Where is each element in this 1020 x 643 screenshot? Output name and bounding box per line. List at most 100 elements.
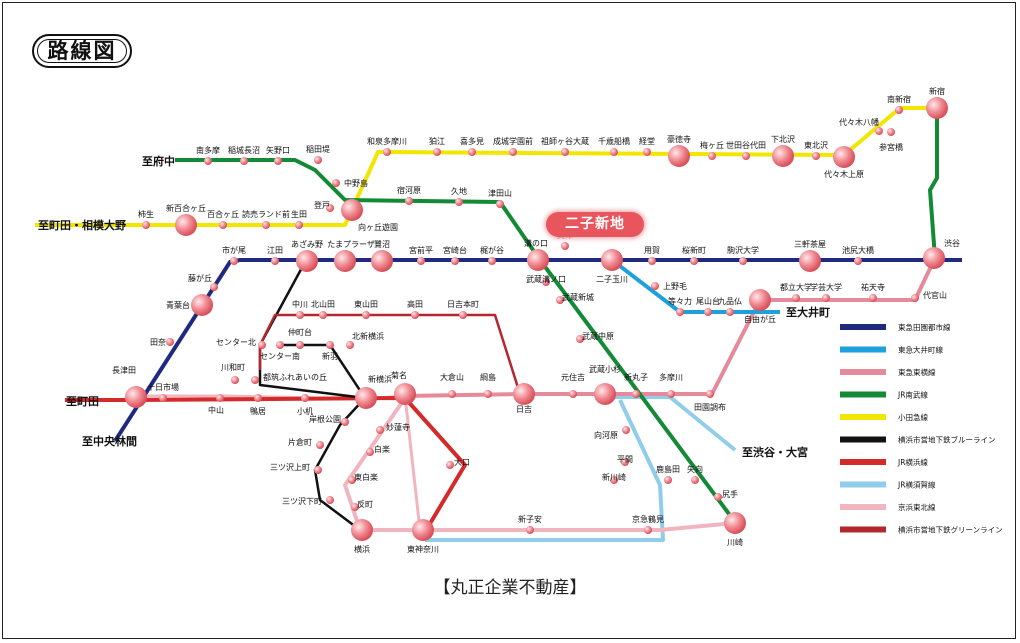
legend-swatch xyxy=(840,324,886,330)
station-label: 登戸 xyxy=(314,200,330,210)
line-keihin-tohoku-branch xyxy=(343,396,407,531)
station-marker xyxy=(326,204,334,212)
station-marker xyxy=(911,294,919,302)
station-marker xyxy=(724,512,746,534)
station-marker xyxy=(691,476,699,484)
station-label: 梅ヶ丘 xyxy=(700,140,724,150)
station-marker xyxy=(159,394,167,402)
station-label: 東山田 xyxy=(354,299,378,309)
station-marker xyxy=(726,308,734,316)
station-label: 十日市場 xyxy=(147,382,179,392)
station-marker xyxy=(651,282,659,290)
station-label: たまプラーザ xyxy=(327,240,375,249)
station-label: 川和町 xyxy=(221,363,245,372)
station-label: 妙蓮寺 xyxy=(386,422,410,432)
station-marker xyxy=(895,106,903,114)
line-greenline xyxy=(258,313,522,395)
company-footer: 【丸正企業不動産】 xyxy=(433,578,587,598)
station-label: 鹿島田 xyxy=(656,464,680,474)
station-label: 武蔵新城 xyxy=(562,292,594,302)
station-label: 藤が丘 xyxy=(188,273,212,283)
station-marker xyxy=(749,289,771,311)
station-label: 用賀 xyxy=(644,245,660,255)
station-marker xyxy=(240,157,248,165)
station-marker xyxy=(509,148,517,156)
station-label: センター南 xyxy=(260,351,300,361)
station-label: 読売ランド前 xyxy=(242,209,290,219)
station-marker xyxy=(216,394,224,402)
station-marker xyxy=(191,294,213,316)
station-label: 岸根公園 xyxy=(309,414,341,424)
station-label: 祖師ヶ谷大蔵 xyxy=(541,136,589,146)
station-marker xyxy=(468,148,476,156)
station-marker xyxy=(314,156,322,164)
station-label: 東神奈川 xyxy=(407,544,439,554)
station-marker xyxy=(632,390,640,398)
station-marker xyxy=(334,250,356,272)
legend-label: 東急東横線 xyxy=(898,367,936,377)
station-label: 成城学園前 xyxy=(493,136,533,146)
station-marker xyxy=(621,458,629,466)
station-label: 新川崎 xyxy=(602,472,626,482)
station-marker xyxy=(166,338,174,346)
station-marker xyxy=(923,247,945,269)
station-marker xyxy=(230,257,238,265)
station-label: 渋谷 xyxy=(944,238,960,248)
station-marker xyxy=(667,390,675,398)
legend-swatch xyxy=(840,504,886,510)
station-label: 千歳船橋 xyxy=(598,136,630,146)
station-marker xyxy=(556,296,564,304)
station-label: 柿生 xyxy=(138,209,154,219)
station-label: 日吉 xyxy=(516,405,532,414)
station-marker xyxy=(742,152,750,160)
station-label: 田奈 xyxy=(150,337,166,347)
station-marker xyxy=(326,341,334,349)
legend-swatch xyxy=(840,436,886,443)
station-label: 日吉本町 xyxy=(447,299,479,309)
station-marker xyxy=(332,179,340,187)
station-label: 自由が丘 xyxy=(744,314,776,324)
station-label: 平間 xyxy=(617,455,633,464)
legend-swatch xyxy=(840,369,886,375)
station-label: 東北沢 xyxy=(804,140,828,150)
station-label: 都筑ふれあいの丘 xyxy=(263,372,327,382)
station-label: センター北 xyxy=(216,338,256,347)
station-marker xyxy=(405,197,413,205)
station-marker xyxy=(708,152,716,160)
station-marker xyxy=(348,476,356,484)
station-label: 元住吉 xyxy=(561,372,585,382)
station-label: 新横浜 xyxy=(368,374,392,384)
legend-swatch xyxy=(840,481,886,488)
highlight-station-label: 二子新地 xyxy=(546,212,644,237)
station-label: 百合ヶ丘 xyxy=(207,209,239,219)
station-label: 下北沢 xyxy=(771,135,795,144)
station-label: 白楽 xyxy=(374,444,390,454)
station-label: 鷺沼 xyxy=(374,239,390,249)
station-marker xyxy=(210,283,218,291)
station-marker xyxy=(433,148,441,156)
station-marker xyxy=(496,200,504,208)
station-label: 武蔵中原 xyxy=(582,331,614,341)
station-label: 代々木上原 xyxy=(824,169,864,179)
destination-label: 至府中 xyxy=(142,154,175,168)
station-marker xyxy=(561,242,569,250)
station-marker xyxy=(542,278,550,286)
station-marker xyxy=(412,519,434,541)
station-marker xyxy=(274,157,282,165)
station-marker xyxy=(319,311,327,319)
station-marker xyxy=(451,257,459,265)
station-marker xyxy=(295,221,303,229)
station-label: 等々力 xyxy=(668,296,692,306)
station-marker xyxy=(262,221,270,229)
station-marker xyxy=(622,426,630,434)
line-jr-yokohama xyxy=(65,396,467,534)
station-label: 高田 xyxy=(407,299,423,309)
station-marker xyxy=(341,199,363,221)
station-label: 新百合ヶ丘 xyxy=(166,203,206,213)
station-label: 生田 xyxy=(291,209,307,219)
station-label: 京急鶴見 xyxy=(632,514,664,524)
station-label: 三ツ沢下町 xyxy=(282,497,322,506)
station-label: 鴨居 xyxy=(250,406,266,416)
station-label: 和泉多摩川 xyxy=(367,136,407,146)
